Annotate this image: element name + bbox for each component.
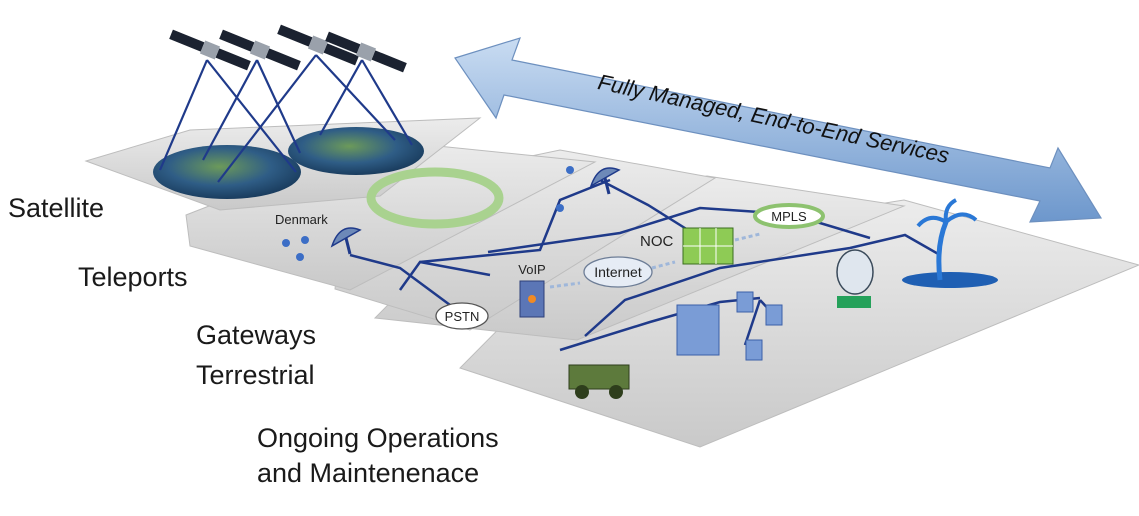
small-dish-icons <box>282 166 574 261</box>
layer-label-teleports: Teleports <box>78 262 188 292</box>
satellite-icon <box>169 29 251 71</box>
layer-label-satellite: Satellite <box>8 193 105 223</box>
internet-cloud-icon <box>583 256 653 288</box>
network-links <box>349 178 941 352</box>
internet-label: Internet <box>594 264 642 280</box>
layer-label-terrestrial: Terrestrial <box>196 360 315 390</box>
satellite-dish-icon <box>330 227 362 255</box>
pstn-label: PSTN <box>445 309 480 324</box>
satellite-icon <box>325 31 407 73</box>
dashed-links <box>549 232 761 289</box>
mpls-label: MPLS <box>771 209 807 224</box>
palm-island-icon <box>902 198 998 288</box>
pstn-cloud-icon <box>435 302 489 330</box>
teleport-ring <box>366 167 504 229</box>
office-building-icon <box>676 291 783 361</box>
military-vehicle-icon <box>568 364 630 399</box>
denmark-label: Denmark <box>275 212 328 227</box>
mpls-ring <box>753 203 825 229</box>
end-to-end-arrow <box>454 37 1103 223</box>
layer-label-gateways: Gateways <box>196 320 317 350</box>
satellite-icon <box>277 24 359 66</box>
satellite-dish-icon <box>836 249 874 308</box>
noc-display-icon <box>682 227 734 265</box>
voip-label: VoIP <box>518 262 545 277</box>
noc-label: NOC <box>640 233 674 250</box>
layer-label-operations-line2: and Maintenenace <box>257 458 480 488</box>
satellite-icon <box>219 29 301 71</box>
voip-server-icon <box>519 280 545 318</box>
layer-label-operations-line1: Ongoing Operations <box>257 423 499 453</box>
satellite-beams <box>158 54 413 183</box>
earth-globe-icon <box>288 127 424 175</box>
satellite-dish-icon <box>589 167 621 195</box>
